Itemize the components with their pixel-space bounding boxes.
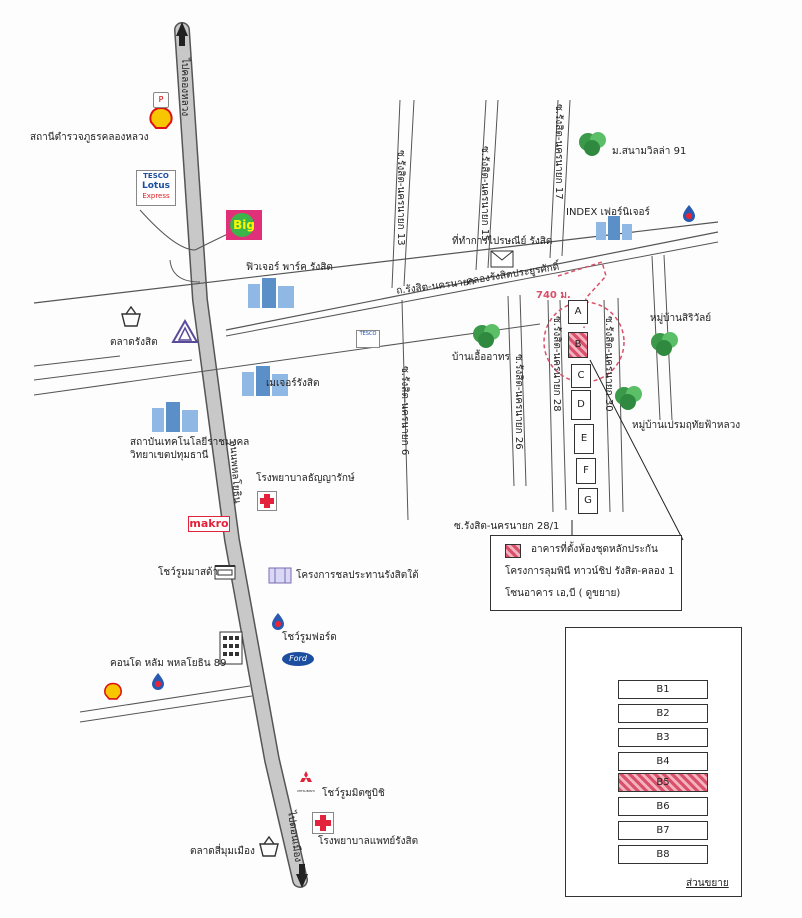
label-market-2: ตลาดสี่มุมเมือง (190, 846, 255, 857)
basket-icon (121, 305, 141, 327)
block-F: F (576, 458, 596, 484)
makro-logo: makro (188, 516, 230, 532)
inset-caption: ส่วนขยาย (686, 878, 729, 889)
label-hospital-2: โรงพยาบาลแพทย์รังสิต (318, 836, 419, 847)
unit-B2: B2 (618, 704, 708, 723)
label-rmutt-1: สถาบันเทคโนโลยีราชมงคล (130, 437, 250, 448)
label-hospital-1: โรงพยาบาลธัญญารักษ์ (256, 473, 355, 484)
south-arrow-icon (296, 874, 308, 888)
label-soi-17: ซ.รังสิต-นครนายก 17 (553, 104, 564, 200)
tree-sanawit-icon (579, 132, 606, 156)
block-D: D (571, 390, 591, 420)
ptt-station-icon (683, 205, 695, 222)
label-future-park: ฟิวเจอร์ พาร์ค รังสิต (246, 262, 333, 273)
major-building-icon (242, 366, 288, 396)
block-G: G (578, 488, 598, 514)
unit-B5[interactable]: B5 (618, 773, 708, 792)
label-index: INDEX เฟอร์นิเจอร์ (566, 207, 650, 218)
tree-prem-icon (615, 386, 642, 410)
legend-line-1: อาคารที่ตั้งห้องชุดหลักประกัน (531, 544, 658, 555)
tesco-lotus-logo: TESCO Lotus Express (136, 170, 176, 206)
hospital-cross-icon (257, 491, 277, 511)
unit-B8: B8 (618, 845, 708, 864)
bigc-logo: Big (226, 210, 262, 240)
label-rmutt-2: วิทยาเขตปทุมธานี (130, 450, 209, 461)
shell-station-2-icon (102, 682, 124, 706)
legend-box: อาคารที่ตั้งห้องชุดหลักประกัน โครงการลุม… (490, 535, 682, 611)
inset-enlarged-view: B1 B2 B3 B4 B5 B6 B7 B8 ส่วนขยาย (565, 627, 742, 897)
block-B[interactable]: B (568, 332, 588, 358)
label-soi-28-1: ซ.รังสิต-นครนายก 28/1 (454, 521, 560, 532)
label-rangsit-market: ตลาดรังสิต (110, 337, 158, 348)
tree-ua-arthon-icon (473, 324, 500, 348)
north-arrow-icon (176, 22, 188, 36)
index-building-icon (596, 216, 632, 240)
legend-line-3: โซนอาคาร เอ,บี ( ดูขยาย) (505, 588, 621, 599)
label-ec-project: โครงการชลประทานรังสิตใต้ (296, 570, 419, 581)
label-mazda: โชว์รูมมาสด้า (158, 567, 219, 578)
block-E: E (574, 424, 594, 454)
bank-lotus-icon (171, 318, 199, 343)
label-soi-6: ซ.รังสิต-นครนายก 6 (399, 366, 410, 456)
label-soi-13: ซ.รังสิต-นครนายก 13 (395, 150, 406, 246)
unit-B7: B7 (618, 821, 708, 840)
tesco-small-logo: TESCO (356, 330, 380, 348)
label-ford: โชว์รูมฟอร์ด (282, 632, 337, 643)
label-condo: คอนโด หลัม พหลโยธิน 89 (110, 658, 227, 669)
label-post-office: ที่ทำการไปรษณีย์ รังสิต (452, 236, 553, 247)
showroom-mazda-icon (214, 565, 236, 580)
basket-2-icon (259, 835, 279, 857)
rmutt-building-icon (152, 402, 198, 432)
shell-station-icon (148, 106, 174, 136)
condo-building-icon (219, 631, 243, 665)
unit-B4: B4 (618, 752, 708, 771)
tree-siriwat-icon (651, 332, 678, 356)
mitsubishi-logo: MITSUBISHI (296, 770, 316, 793)
project-building-icon (268, 567, 292, 584)
label-sanawit: ม.สนามวิลล่า 91 (612, 146, 687, 157)
hospital-cross-2-icon (312, 812, 334, 834)
label-main-north: ไปคลองหลวง (179, 58, 190, 117)
label-prem: หมู่บ้านเปรมฤทัยฟ้าหลวง (632, 420, 741, 431)
label-mitsubishi: โชว์รูมมิตซูบิชิ (322, 788, 385, 799)
police-sign-icon: P (153, 92, 169, 108)
label-police: สถานีตำรวจภูธรคลองหลวง (30, 132, 149, 143)
distance-label: 740 ม. (536, 290, 571, 301)
future-park-building-icon (248, 278, 294, 308)
label-soi-26: ซ.รังสิต-นครนายก 26 (513, 354, 524, 450)
label-soi-28: ซ.รังสิต-นครนายก 28 (551, 316, 562, 412)
ptt-station-2-icon (152, 673, 164, 690)
label-major: เมเจอร์รังสิต (266, 378, 320, 389)
ford-logo: Ford (282, 652, 314, 666)
unit-B3: B3 (618, 728, 708, 747)
ptt-ford-icon (272, 613, 284, 630)
label-ua-arthon: บ้านเอื้ออาทร (452, 352, 510, 363)
unit-B6: B6 (618, 797, 708, 816)
unit-B1: B1 (618, 680, 708, 699)
site-circle (543, 301, 625, 383)
block-A: A (568, 300, 588, 324)
legend-swatch (505, 544, 521, 558)
legend-line-2: โครงการลุมพินี ทาวน์ชิป รังสิต-คลอง 1 (505, 566, 675, 577)
block-C: C (571, 364, 591, 388)
label-siriwat: หมู่บ้านสิริวัลย์ (650, 313, 712, 324)
post-office-icon (490, 250, 514, 268)
label-soi-15: ซ.รังสิต-นครนายก 15 (479, 146, 490, 242)
